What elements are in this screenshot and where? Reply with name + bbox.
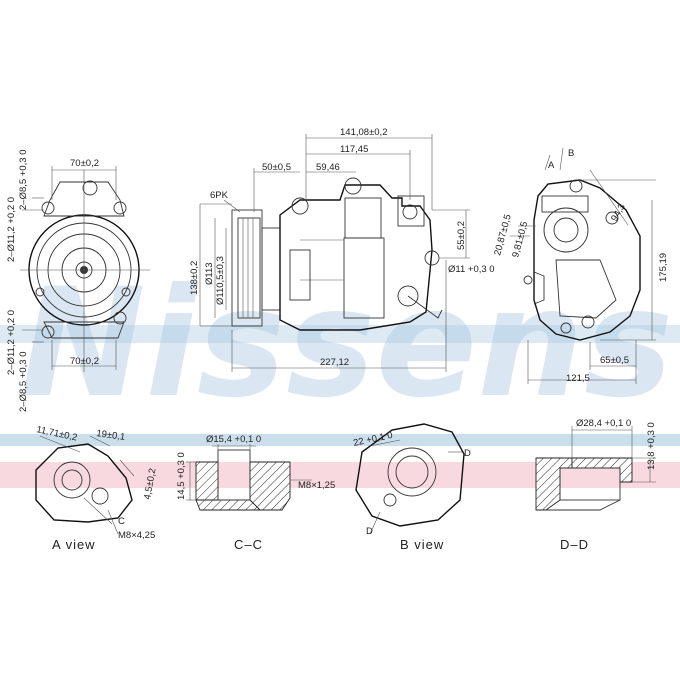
brand-watermark: Nissens [20, 257, 673, 431]
a-view-caption: A view [52, 537, 96, 552]
blue-band [0, 434, 680, 446]
dd-caption: D–D [560, 537, 589, 552]
dim-117: 117,45 [340, 144, 368, 155]
b-view-caption: B view [400, 537, 444, 552]
b-section-d-top: D [464, 448, 471, 459]
dim-overall-length: 141,08±0,2 [340, 127, 387, 138]
dim-110: Ø110,5±0,3 [215, 256, 226, 305]
a-dim-4: 4,5±0,2 [142, 467, 158, 500]
c-c-section [186, 444, 312, 511]
dim-left-top-2: 2–Ø11,2 +0,2 0 [6, 197, 17, 262]
dim-left-bot-1: 2–Ø11,2 +0,2 0 [6, 310, 17, 375]
dim-50: 50±0,5 [262, 162, 291, 173]
a-dim-19: 19±0,1 [96, 428, 126, 443]
cc-caption: C–C [234, 537, 263, 552]
dim-9: 9,81±0,5 [510, 220, 530, 259]
dd-dim-13: 13,8 +0,3 0 [646, 422, 657, 470]
dim-55: 55±0,2 [456, 221, 467, 250]
dim-70-bottom: 70±0,2 [70, 356, 99, 367]
cc-dim-14: 14,5 +0,3 0 [176, 452, 187, 500]
dim-113: Ø113 [204, 262, 215, 285]
cc-dim-m8: M8×1,25 [298, 480, 335, 491]
section-b-marker: B [568, 148, 574, 159]
dim-65: 65±0,5 [600, 355, 629, 366]
dim-138: 138±0,2 [189, 261, 200, 295]
dim-59: 59,46 [316, 162, 340, 173]
dd-dim-28: Ø28,4 +0,1 0 [576, 418, 631, 429]
b-view-detail [355, 423, 465, 535]
dim-20: 20,87±0,5 [492, 213, 514, 257]
cc-dim-15: Ø15,4 +0,1 0 [206, 434, 261, 445]
dim-11-mid: Ø11 +0,3 0 [448, 264, 495, 275]
dim-175: 175,19 [658, 253, 669, 282]
dim-70-top: 70±0,2 [70, 158, 99, 169]
compressor-rear-view [510, 147, 656, 384]
dim-left-top-1: 2–Ø8,5 +0,3 0 [18, 150, 29, 210]
b-section-d-bottom: D [366, 526, 373, 537]
a-view-detail [35, 435, 135, 535]
blue-band-upper [0, 325, 680, 343]
d-d-section [535, 426, 656, 511]
dim-121: 121,5 [566, 373, 590, 384]
dim-227: 227,12 [320, 357, 349, 368]
front-pulley-view [20, 166, 150, 372]
a-section-c: C [118, 516, 125, 527]
b-dim-22: 22 +0,1 0 [352, 430, 393, 449]
section-a-marker: A [548, 160, 555, 171]
compressor-side-view [199, 134, 470, 372]
a-dim-m8: M8×4,25 [118, 530, 155, 541]
belt-spec: 6PK [210, 190, 229, 201]
dim-left-bot-2: 2–Ø8,5 +0,3 0 [18, 352, 29, 412]
